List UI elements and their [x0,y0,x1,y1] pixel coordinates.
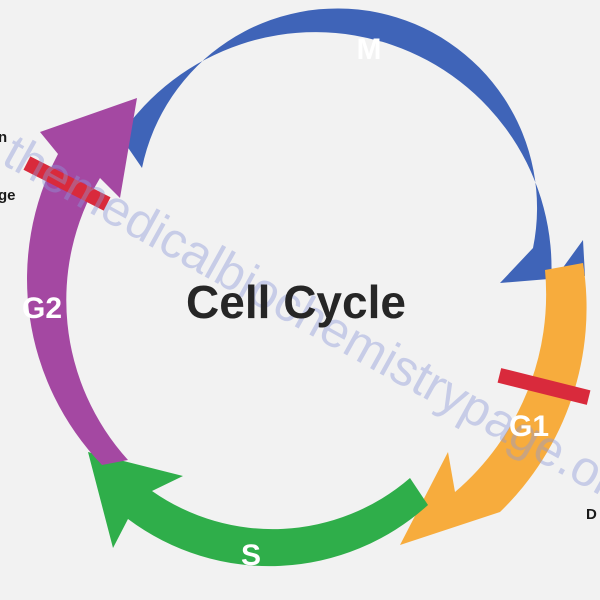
s-phase-label: S [241,539,261,572]
g2-phase-arc [27,98,138,465]
left-edge-text-top: n [0,129,7,146]
left-edge-text-bottom: ge [0,187,16,204]
right-edge-text: D [586,506,597,523]
m-phase-label: M [357,33,382,66]
m-phase-arc [120,8,585,284]
g1-checkpoint-bar [497,368,591,405]
g2-checkpoint-bar [23,156,111,211]
g1-phase-arc [400,263,587,545]
s-phase-arc [88,452,428,567]
diagram-title: Cell Cycle [186,276,406,328]
g2-phase-label: G2 [22,292,62,325]
g1-phase-label: G1 [509,410,549,443]
